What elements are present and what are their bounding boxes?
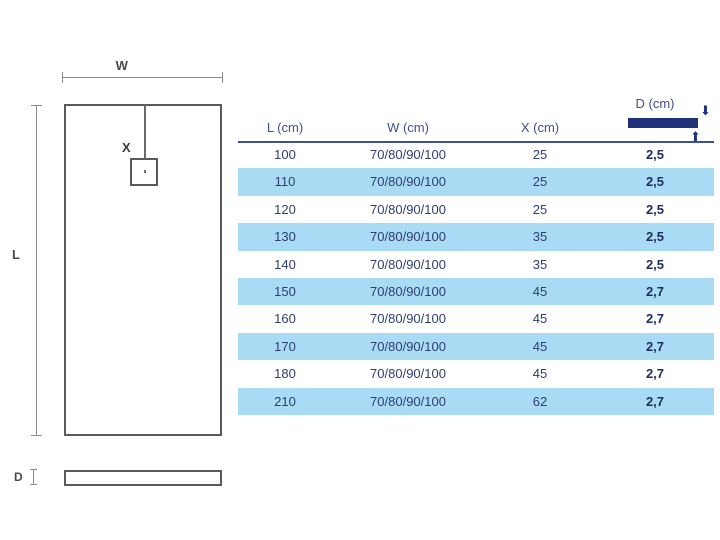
width-dimension-label: W [115,58,129,73]
cell-drain-offset: 45 [532,283,548,299]
depth-dimension-label: D [14,470,24,484]
thickness-bar-icon [628,118,698,128]
cell-drain-offset: 62 [532,393,548,409]
column-header-width: W (cm) [387,120,429,135]
cell-width: 70/80/90/100 [370,201,446,217]
drain-center-mark-icon [144,170,146,173]
cell-width: 70/80/90/100 [370,366,446,382]
cell-depth: 2,7 [645,283,665,299]
table-row: 210 70/80/90/100 62 2,7 [238,387,714,415]
cell-drain-offset: 45 [532,338,548,354]
table-row: 140 70/80/90/100 35 2,5 [238,251,714,278]
cell-width: 70/80/90/100 [370,311,446,327]
cell-length: 120 [274,201,296,217]
cell-length: 110 [274,174,296,190]
cell-drain-offset: 45 [532,366,548,382]
cell-width: 70/80/90/100 [370,283,446,299]
cell-length: 210 [274,393,296,409]
header-divider [238,141,714,143]
cell-length: 140 [274,256,296,272]
cell-length: 150 [274,283,296,299]
table-row: 160 70/80/90/100 45 2,7 [238,305,714,332]
table-row: 130 70/80/90/100 35 2,5 [238,223,714,251]
table-body: 100 70/80/90/100 25 2,5 110 70/80/90/100 25 2,5… [238,141,714,415]
arrow-up-icon: ⬆ [690,129,701,144]
cell-depth: 2,7 [645,338,665,354]
table-row: 150 70/80/90/100 45 2,7 [238,277,714,306]
cell-drain-offset: 25 [532,174,548,190]
cell-drain-offset: 45 [532,311,548,327]
width-dimension-tick-right-icon [222,72,223,83]
column-header-depth: D (cm) [635,96,675,111]
length-dimension-tick-bottom-icon [31,435,42,436]
dimensions-table: L (cm) W (cm) X (cm) D (cm) ⬇ ⬆ 100 70/80… [238,96,714,415]
cell-width: 70/80/90/100 [370,147,446,162]
column-header-length: L (cm) [266,120,304,135]
depth-dimension-tick-icon [30,469,37,485]
cell-width: 70/80/90/100 [370,393,446,409]
length-dimension-tick-top-icon [31,105,42,106]
cell-length: 100 [274,147,296,162]
length-dimension-line-icon [36,105,37,435]
cell-drain-offset: 35 [532,256,548,272]
cell-drain-offset: 25 [532,147,548,162]
length-dimension-label: L [12,247,21,262]
table-header-row: L (cm) W (cm) X (cm) D (cm) ⬇ ⬆ [238,96,714,144]
cell-depth: 2,7 [645,393,665,409]
table-row: 170 70/80/90/100 45 2,7 [238,332,714,361]
cell-depth: 2,7 [645,311,665,327]
drain-offset-dimension-line-icon [144,105,146,173]
cell-width: 70/80/90/100 [370,174,446,190]
column-header-drain-offset: X (cm) [520,120,560,135]
cell-length: 160 [274,311,296,327]
table-row: 100 70/80/90/100 25 2,5 [238,141,714,168]
technical-drawing: W L X D [0,0,238,540]
shower-tray-side-view [64,470,222,486]
cell-depth: 2,7 [645,366,665,382]
table-row: 180 70/80/90/100 45 2,7 [238,360,714,387]
cell-depth: 2,5 [645,174,665,190]
cell-depth: 2,5 [645,147,665,162]
table-row: 110 70/80/90/100 25 2,5 [238,168,714,196]
cell-length: 130 [274,229,296,245]
cell-length: 170 [274,338,296,354]
cell-depth: 2,5 [645,256,665,272]
thickness-indicator-icon: ⬇ ⬆ [628,104,714,144]
cell-drain-offset: 25 [532,201,548,217]
arrow-down-icon: ⬇ [700,103,711,118]
width-dimension-line-icon [62,77,222,78]
shower-tray-top-view [64,104,222,436]
drain-offset-label: X [122,140,131,155]
cell-depth: 2,5 [645,229,665,245]
cell-length: 180 [274,366,296,382]
cell-width: 70/80/90/100 [370,256,446,272]
cell-width: 70/80/90/100 [370,229,446,245]
cell-drain-offset: 35 [532,229,548,245]
table-row: 120 70/80/90/100 25 2,5 [238,196,714,223]
cell-depth: 2,5 [645,201,665,217]
width-dimension-tick-left-icon [62,72,63,83]
cell-width: 70/80/90/100 [370,338,446,354]
